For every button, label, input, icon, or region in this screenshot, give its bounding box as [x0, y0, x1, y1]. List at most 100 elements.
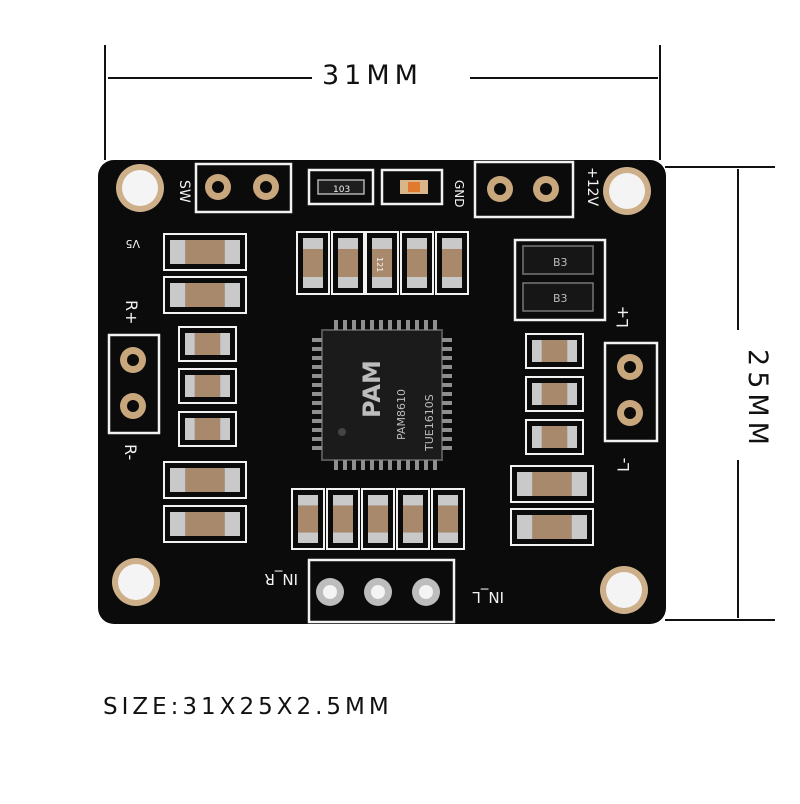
component-part: [442, 365, 452, 369]
component-part: [298, 495, 318, 506]
component-part: [298, 532, 318, 543]
pin-headers: [107, 160, 659, 624]
led: [380, 168, 444, 206]
component-part: [442, 401, 452, 405]
component-part: [541, 383, 568, 405]
component-part: [415, 320, 419, 330]
component-part: [338, 249, 358, 277]
component-part: [442, 392, 452, 396]
component-part: [438, 495, 458, 506]
component-part: [185, 468, 225, 492]
component-part: [296, 231, 330, 295]
component-part: [331, 231, 365, 295]
component-part: [388, 320, 392, 330]
silk-sw: SW: [176, 180, 192, 203]
component-part: [400, 231, 434, 295]
component-part: [361, 460, 365, 470]
silk-l-minus: L-: [614, 458, 633, 472]
height-dimension-label: 25MM: [741, 349, 773, 450]
component-part: [352, 460, 356, 470]
component-part: [303, 249, 323, 277]
component-part: [532, 515, 572, 539]
component-part: [170, 240, 186, 264]
component-part: [220, 375, 230, 397]
component-part: [510, 508, 594, 546]
component-part: [178, 326, 237, 362]
component-part: [163, 461, 247, 499]
component-part: [442, 446, 452, 450]
component-part: [379, 320, 383, 330]
component-part: [334, 460, 338, 470]
component-part: [442, 428, 452, 432]
component-part: [194, 375, 221, 397]
component-part: [442, 383, 452, 387]
component-part: [334, 320, 338, 330]
component-part: [442, 347, 452, 351]
silk-l-plus: L+: [613, 306, 632, 328]
silk-12v: +12V: [584, 167, 600, 207]
component-part: [312, 347, 322, 351]
component-part: [397, 320, 401, 330]
component-part: [185, 375, 195, 397]
component-part: [442, 338, 452, 342]
component-part: [424, 460, 428, 470]
component-part: [525, 376, 584, 412]
component-part: [435, 231, 469, 295]
component-part: [343, 320, 347, 330]
component-part: [442, 356, 452, 360]
resistor-103-outline: [307, 168, 375, 206]
component-part: [442, 419, 452, 423]
silk-in-l: IN_L: [472, 587, 504, 606]
component-part: [379, 460, 383, 470]
width-dimension-lines: [104, 45, 661, 160]
component-part: [338, 238, 358, 249]
component-part: [312, 446, 322, 450]
component-part: [370, 320, 374, 330]
component-part: [388, 460, 392, 470]
size-caption: SIZE:31X25X2.5MM: [103, 694, 393, 720]
component-part: [291, 488, 325, 550]
component-part: [406, 460, 410, 470]
component-part: [525, 419, 584, 455]
component-part: [224, 468, 240, 492]
component-part: [163, 276, 247, 314]
component-part: [438, 532, 458, 543]
component-part: [312, 401, 322, 405]
component-part: [338, 277, 358, 288]
component-part: [571, 515, 587, 539]
component-part: [312, 392, 322, 396]
component-part: [170, 512, 186, 536]
diodes: [513, 238, 607, 322]
component-part: [185, 418, 195, 440]
component-part: [163, 233, 247, 271]
component-part: [343, 460, 347, 470]
component-part: [312, 374, 322, 378]
component-part: [407, 238, 427, 249]
component-part: [372, 277, 392, 288]
component-part: [303, 238, 323, 249]
component-part: [194, 333, 221, 355]
component-part: [220, 418, 230, 440]
component-part: [352, 320, 356, 330]
width-dimension-label: 31MM: [322, 60, 423, 91]
component-part: [185, 283, 225, 307]
component-part: [312, 383, 322, 387]
component-part: [368, 495, 388, 506]
component-part: [361, 488, 395, 550]
mounting-holes: [112, 164, 651, 614]
component-part: [442, 374, 452, 378]
component-part: [525, 333, 584, 369]
component-part: [178, 411, 237, 447]
chip-logo: PAM: [358, 360, 386, 418]
component-part: [365, 231, 399, 295]
component-part: [312, 437, 322, 441]
header-pads: [120, 174, 643, 606]
component-part: [333, 495, 353, 506]
component-part: [407, 277, 427, 288]
component-part: [312, 419, 322, 423]
component-part: [220, 333, 230, 355]
component-part: [532, 426, 542, 448]
component-part: [303, 277, 323, 288]
component-part: [163, 505, 247, 543]
